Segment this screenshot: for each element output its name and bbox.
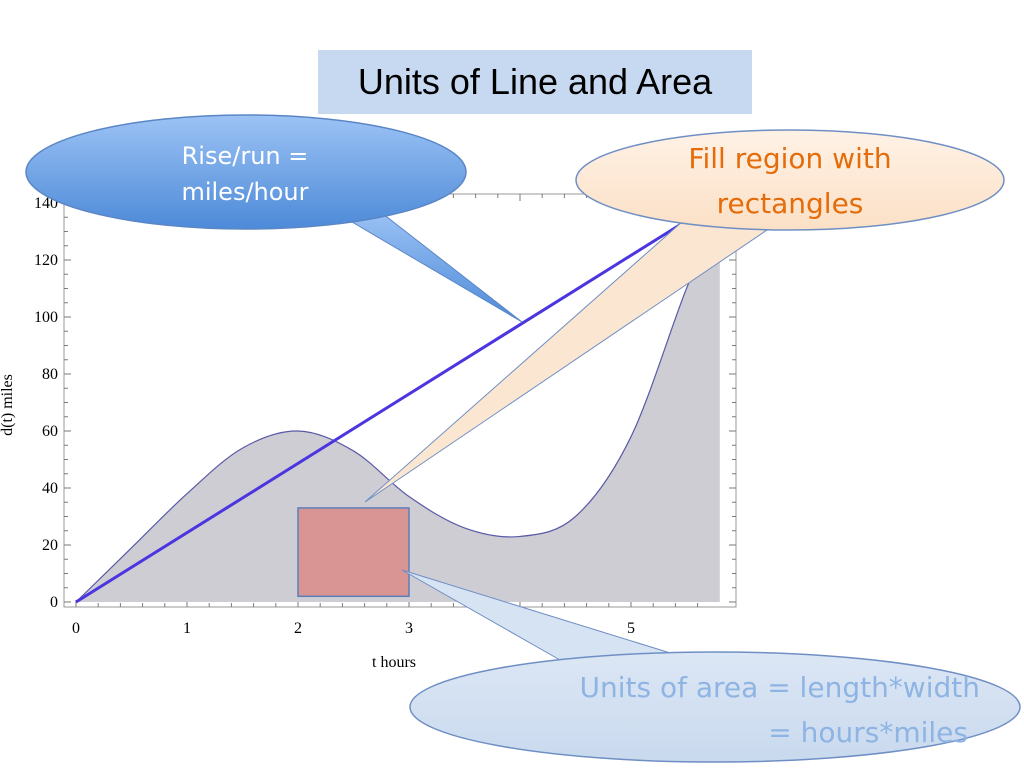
fill-callout-line-2: rectangles	[717, 187, 864, 220]
slope-callout-bubble	[25, 114, 467, 230]
y-tick-label: 120	[34, 252, 58, 269]
y-tick-label: 40	[42, 480, 58, 497]
area-fill	[76, 217, 720, 602]
x-tick-label: 1	[183, 620, 191, 637]
slide-title: Units of Line and Area	[318, 50, 752, 114]
area-rectangle	[297, 507, 410, 598]
y-tick-label: 80	[42, 366, 58, 383]
x-tick-label: 0	[72, 620, 80, 637]
x-tick-label: 5	[627, 620, 635, 637]
y-tick-label: 100	[34, 309, 58, 326]
x-axis-label: t hours	[372, 654, 416, 671]
x-tick-label: 3	[405, 620, 413, 637]
y-tick-label: 60	[42, 423, 58, 440]
x-tick-label: 2	[294, 620, 302, 637]
y-axis-label: d(t) miles	[0, 374, 16, 436]
distance-curve	[75, 216, 721, 603]
slope-callout-line-1: Rise/run =	[182, 142, 309, 170]
fill-callout-line-1: Fill region with	[688, 142, 891, 175]
y-tick-label: 20	[42, 537, 58, 554]
slope-callout-line-2: miles/hour	[181, 178, 308, 206]
area-callout-bubble	[409, 651, 1021, 763]
area-callout-line-1: Units of area = length*width	[579, 671, 980, 704]
area-callout-line-2: = hours*miles	[768, 716, 968, 749]
y-tick-label: 0	[50, 594, 58, 611]
fill-callout-bubble	[575, 129, 1005, 231]
slope-line	[75, 215, 693, 604]
